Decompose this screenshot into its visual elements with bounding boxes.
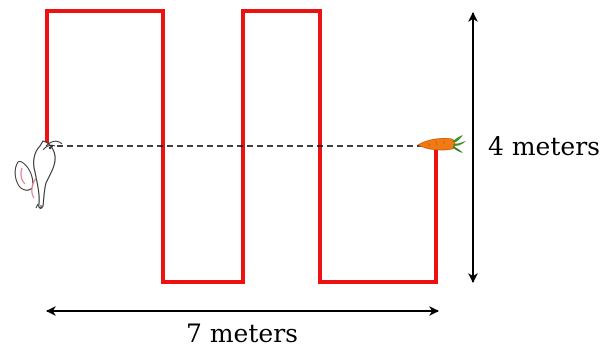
rabbit-icon xyxy=(14,140,63,209)
width-label: 7 meters xyxy=(186,319,298,348)
carrot-icon xyxy=(417,135,466,153)
height-label: 4 meters xyxy=(488,132,600,161)
